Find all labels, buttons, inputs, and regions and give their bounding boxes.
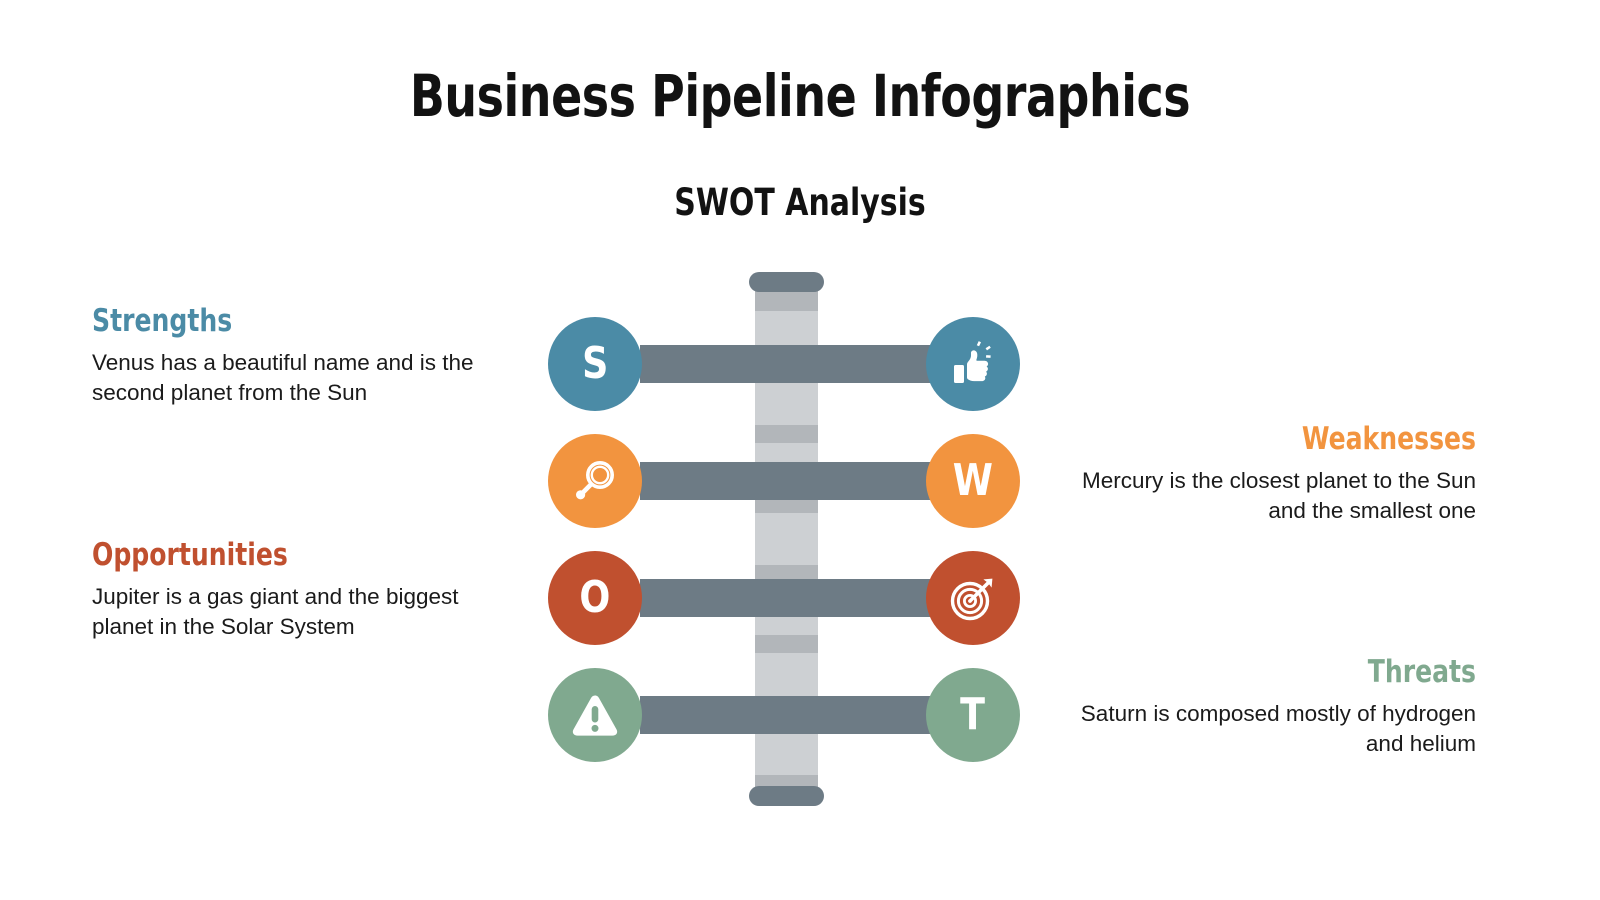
pipe-band	[755, 355, 818, 373]
pipe-band	[755, 565, 818, 583]
pipe-band	[755, 443, 818, 495]
pipe-band	[755, 373, 818, 425]
connector-bar	[640, 696, 930, 734]
node-weaknesses-icon[interactable]	[548, 434, 642, 528]
text-block-strengths: Strengths Venus has a beautiful name and…	[92, 305, 512, 408]
thumbs-up-icon	[947, 338, 999, 390]
node-opportunities-icon[interactable]	[926, 551, 1020, 645]
warning-triangle-icon	[569, 689, 621, 741]
body-threats: Saturn is composed mostly of hydrogen an…	[1080, 700, 1476, 756]
pipe-band	[755, 425, 818, 443]
node-strengths-letter[interactable]: S	[548, 317, 642, 411]
text-block-weaknesses: Weaknesses Mercury is the closest planet…	[1056, 423, 1476, 526]
page-title: Business Pipeline Infographics	[409, 62, 1191, 130]
node-letter: W	[952, 455, 994, 506]
heading-opportunities: Opportunities	[92, 537, 288, 573]
body-opportunities: Jupiter is a gas giant and the biggest p…	[92, 583, 459, 639]
heading-weaknesses: Weaknesses	[1301, 421, 1476, 457]
node-opportunities-letter[interactable]: O	[548, 551, 642, 645]
text-block-opportunities: Opportunities Jupiter is a gas giant and…	[92, 539, 512, 642]
magnifier-icon	[569, 455, 621, 507]
text-block-threats: Threats Saturn is composed mostly of hyd…	[1056, 656, 1476, 759]
pipe-band	[755, 583, 818, 635]
heading-threats: Threats	[1367, 654, 1476, 690]
connector-bar	[640, 345, 930, 383]
pipe-band	[755, 705, 818, 723]
node-threats-letter[interactable]: T	[926, 668, 1020, 762]
node-letter: T	[960, 689, 986, 740]
connector-bar	[640, 579, 930, 617]
node-letter: O	[579, 572, 611, 623]
node-threats-icon[interactable]	[548, 668, 642, 762]
page-subtitle: SWOT Analysis	[674, 181, 926, 224]
pipe-band	[755, 653, 818, 705]
pipe-band	[755, 723, 818, 775]
pipe-band	[755, 283, 818, 311]
node-weaknesses-letter[interactable]: W	[926, 434, 1020, 528]
pipe-cap-bottom	[749, 786, 824, 806]
pipe-band	[755, 311, 818, 355]
node-letter: S	[581, 338, 609, 389]
target-dart-icon	[947, 572, 999, 624]
pipe-cap-top	[749, 272, 824, 292]
pipe-band	[755, 775, 818, 796]
body-weaknesses: Mercury is the closest planet to the Sun…	[1082, 467, 1476, 523]
node-strengths-icon[interactable]	[926, 317, 1020, 411]
pipe-band	[755, 495, 818, 513]
heading-strengths: Strengths	[92, 303, 233, 339]
connector-bar	[640, 462, 930, 500]
pipe-band	[755, 635, 818, 653]
body-strengths: Venus has a beautiful name and is the se…	[92, 349, 474, 405]
pipe-band	[755, 513, 818, 565]
